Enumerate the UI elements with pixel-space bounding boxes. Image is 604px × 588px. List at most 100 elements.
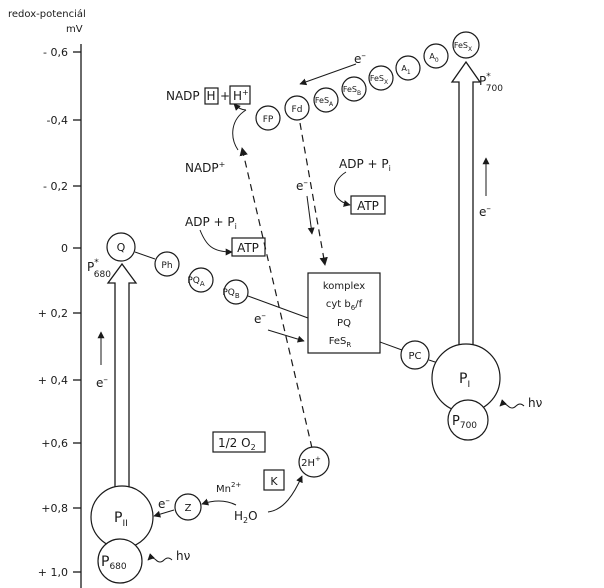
axis-tick-label: + 0,4 — [38, 374, 68, 387]
electron-label: e– — [354, 51, 366, 66]
h-label: H — [206, 89, 215, 103]
light-wave-psi — [499, 399, 525, 409]
a0-node — [423, 43, 449, 69]
fesx-top-label: FeSX — [454, 41, 472, 53]
fesx-label: FeSX — [370, 74, 388, 86]
complex-line3: PQ — [337, 318, 351, 329]
fd-node — [284, 95, 310, 121]
z-node — [174, 493, 202, 521]
electron-label: e– — [158, 496, 170, 511]
q-node — [106, 232, 136, 262]
pqa-node — [188, 267, 214, 293]
electron-label: e– — [296, 178, 308, 193]
fesa-label: FeSA — [315, 96, 334, 108]
axis-tick-label: + 1,0 — [38, 566, 68, 579]
fesb-node — [341, 76, 367, 102]
axis-tick-label: -0,4 — [47, 114, 68, 127]
psi-excitation-arrow — [450, 60, 482, 345]
axis-tick-label: +0,8 — [41, 502, 68, 515]
plus-label: + — [220, 89, 230, 103]
p-ii-label: PII — [114, 510, 128, 529]
atp-box-right — [350, 195, 386, 215]
nadp-curve — [232, 109, 247, 151]
nadp-plus-label: NADP+ — [185, 160, 225, 175]
pqa-label: PQA — [187, 276, 205, 288]
axis-tick-label: +0,6 — [41, 437, 68, 450]
p680-star-label: P*680 — [87, 258, 111, 280]
psii-excitation-arrow — [106, 262, 138, 494]
axis-unit: mV — [66, 24, 83, 35]
z-to-p680-arrow — [153, 509, 175, 518]
electron-label: e– — [96, 375, 108, 390]
adp-label-right: ADP + Pi — [339, 157, 391, 173]
atp-curve-left — [199, 229, 233, 256]
electron-label: e– — [254, 311, 266, 326]
cyclic-dashed-arrow — [299, 122, 328, 266]
dashed-pathways: ADP + Pi ATP e– — [239, 122, 391, 449]
axis-tick-label: - 0,2 — [43, 180, 68, 193]
proton-dashed-arrow — [239, 147, 313, 449]
axis-title: redox-potenciál — [8, 8, 86, 20]
oxygen-label: 1/2 O2 — [218, 436, 256, 452]
chain-link — [379, 341, 403, 351]
a1-node — [395, 55, 421, 81]
fp-node — [255, 105, 281, 131]
electron-label: e– — [479, 204, 491, 219]
p700-node — [447, 399, 489, 441]
axis-tick-label: - 0,6 — [43, 46, 68, 59]
fp-label: FP — [263, 115, 274, 125]
complex-box — [307, 272, 381, 354]
electron-arrow-cyclic — [306, 195, 315, 235]
photosystem-ii: PII P680 Q P*680 e– hν — [87, 232, 191, 584]
adp-label-left: ADP + Pi — [185, 215, 237, 231]
p700-star-label: P*700 — [479, 72, 503, 94]
p680-label: P680 — [101, 554, 127, 572]
water-to-proton-curve — [267, 475, 303, 513]
electron-arrow-complex — [267, 329, 305, 343]
top-electron-chain: FeSX A0 A1 FeSX FeSB FeSA Fd FP e– — [255, 31, 480, 131]
complex-line1: komplex — [323, 281, 365, 292]
fesa-node — [313, 87, 339, 113]
pqb-label: PQB — [222, 288, 240, 300]
atp-label-left: ATP — [237, 241, 259, 255]
hplus-label: H+ — [233, 88, 249, 103]
oxygen-box — [212, 431, 266, 453]
pc-label: PC — [408, 351, 421, 362]
top-electron-arrow — [299, 63, 357, 86]
atp-label-right: ATP — [357, 199, 379, 213]
light-label: hν — [528, 396, 543, 410]
2h-node — [298, 446, 330, 478]
z-label: Z — [185, 503, 192, 514]
light-wave-psii — [147, 553, 173, 563]
chain-link — [134, 251, 156, 260]
water-to-z-curve — [201, 498, 237, 506]
p680-node — [97, 538, 143, 584]
ph-label: Ph — [161, 261, 172, 271]
fesx-top-node — [452, 31, 480, 59]
q-label: Q — [117, 241, 126, 254]
k-label: K — [270, 475, 278, 488]
photosystem-i: PI P700 P*700 e– hν — [431, 60, 543, 441]
fesx-node — [368, 65, 394, 91]
water-splitting: Z e– K 2H+ Mn2+ H2O 1/2 O2 — [153, 431, 330, 525]
complex-line2: cyt b6/f — [326, 299, 363, 312]
complex-line4: FeSR — [329, 336, 352, 349]
h-box — [204, 87, 219, 105]
nadp-label: NADP — [166, 89, 200, 103]
fesb-label: FeSB — [343, 85, 361, 97]
k-box — [263, 469, 285, 491]
2h-label: 2H+ — [301, 455, 321, 469]
mn-label: Mn2+ — [216, 481, 241, 495]
a1-label: A1 — [401, 64, 410, 76]
p700-label: P700 — [452, 414, 477, 431]
light-label: hν — [176, 549, 191, 563]
cytochrome-complex: komplex cyt b6/f PQ FeSR PC — [307, 272, 439, 370]
pc-node — [400, 340, 430, 370]
p-i-label: PI — [459, 371, 470, 390]
axis-tick-label: + 0,2 — [38, 307, 68, 320]
fd-label: Fd — [292, 105, 303, 115]
pqb-node — [223, 279, 249, 305]
chain-link — [247, 295, 309, 319]
water-label: H2O — [234, 509, 258, 525]
